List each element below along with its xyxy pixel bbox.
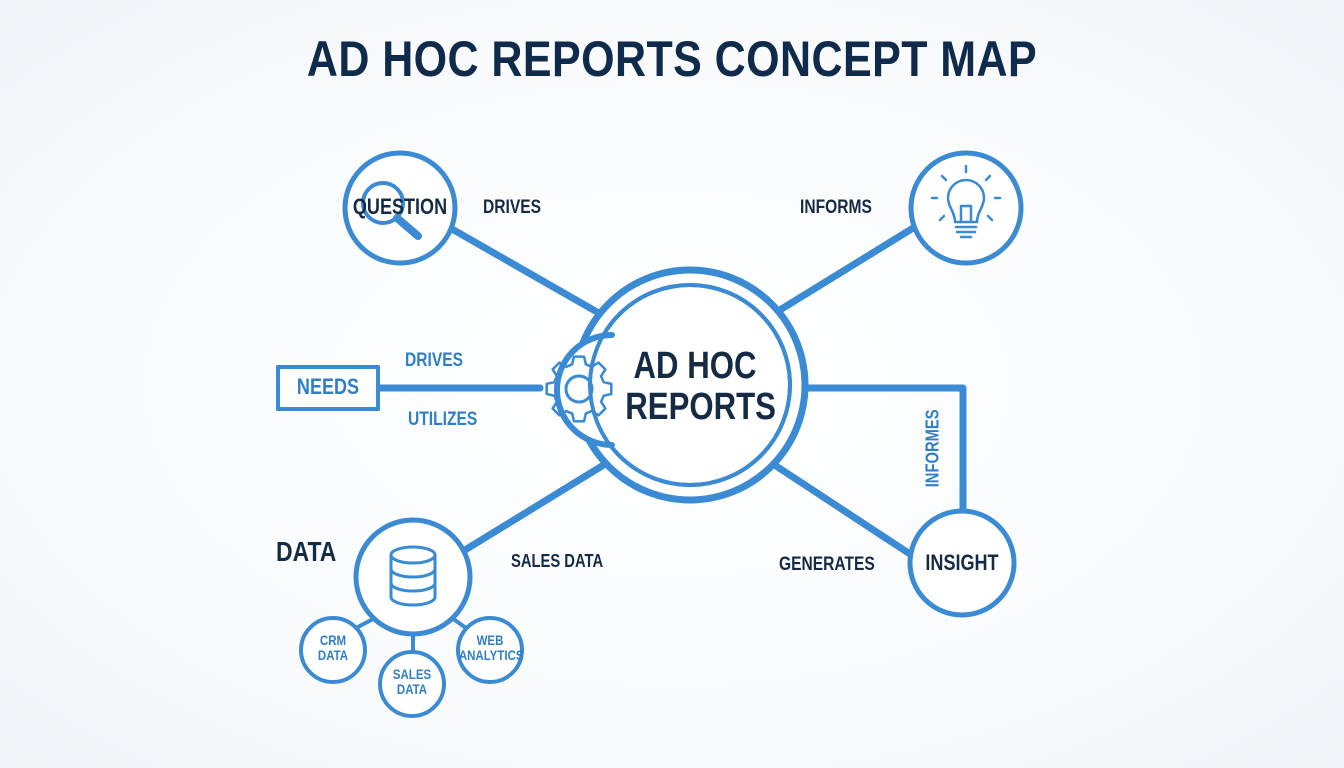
- crm-data-node-circle: [299, 616, 367, 684]
- sales-data-node-circle: [378, 650, 446, 718]
- insight-node-label: INSIGHT: [925, 550, 999, 575]
- magnifier-icon: [361, 181, 422, 240]
- web-analytics-node-circle: [456, 616, 524, 684]
- data-node-label: DATA: [276, 536, 337, 567]
- edge-bulb-center: [771, 221, 922, 317]
- lightbulb-icon: [930, 164, 1002, 239]
- edge-data-center: [461, 462, 606, 554]
- edge-label-informes-vertical: INFORMES: [922, 409, 943, 488]
- page-title: AD HOC REPORTS CONCEPT MAP: [306, 31, 1038, 87]
- center-node-label: AD HOC REPORTS: [625, 345, 776, 429]
- needs-node-box: [276, 365, 380, 411]
- edge-label-needs-drives: DRIVES: [405, 350, 464, 371]
- edge-label-question-drives: DRIVES: [483, 197, 542, 218]
- question-node-label: QUESTION: [352, 194, 448, 219]
- web-analytics-label: WEB ANALYTICS: [458, 632, 524, 664]
- gear-icon: [545, 355, 613, 423]
- question-node-circle: [342, 150, 458, 266]
- edge-label-needs-utilizes: UTILIZES: [408, 409, 478, 430]
- edge-question-center: [441, 221, 601, 316]
- database-icon: [389, 545, 437, 607]
- center-node-line2: REPORTS: [625, 386, 776, 429]
- sales-data-label: SALES DATA: [392, 666, 432, 698]
- crm-data-label: CRM DATA: [317, 632, 349, 664]
- edge-center-insight: [766, 458, 917, 560]
- edge-label-sales-data: SALES DATA: [511, 551, 604, 571]
- edge-label-generates: GENERATES: [779, 554, 875, 575]
- bulb-node-circle: [908, 150, 1024, 266]
- edge-center-insight-elbow: [796, 384, 967, 516]
- edge-label-bulb-informs: INFORMS: [800, 197, 872, 218]
- insight-node-circle: [907, 508, 1017, 618]
- needs-node-label: NEEDS: [296, 374, 360, 399]
- center-node-line1: AD HOC: [633, 345, 757, 387]
